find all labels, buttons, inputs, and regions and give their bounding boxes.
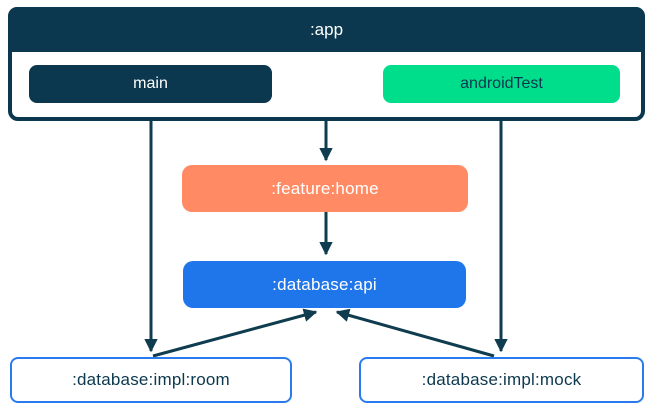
source-set-androidtest-label: androidTest	[460, 75, 543, 92]
app-label: :app	[309, 19, 344, 39]
module-node-database-api: :database:api	[183, 261, 466, 308]
source-set-main-label: main	[133, 75, 168, 92]
app-source-sets: main androidTest	[12, 52, 641, 117]
module-node-feature-home: :feature:home	[182, 165, 468, 212]
module-node-database-impl-room: :database:impl:room	[10, 357, 292, 403]
database-api-label: :database:api	[272, 274, 377, 294]
module-node-app: :app main androidTest	[8, 7, 645, 121]
edge-database-impl-room-to-database-api	[152, 308, 318, 358]
source-set-androidtest: androidTest	[383, 65, 620, 103]
source-set-main: main	[29, 65, 272, 103]
feature-home-label: :feature:home	[271, 178, 379, 198]
database-impl-mock-label: :database:impl:mock	[421, 370, 582, 389]
database-impl-room-label: :database:impl:room	[72, 370, 230, 389]
module-node-database-impl-mock: :database:impl:mock	[359, 357, 644, 403]
edge-database-impl-mock-to-database-api	[335, 308, 495, 358]
app-header: :app	[8, 7, 645, 52]
